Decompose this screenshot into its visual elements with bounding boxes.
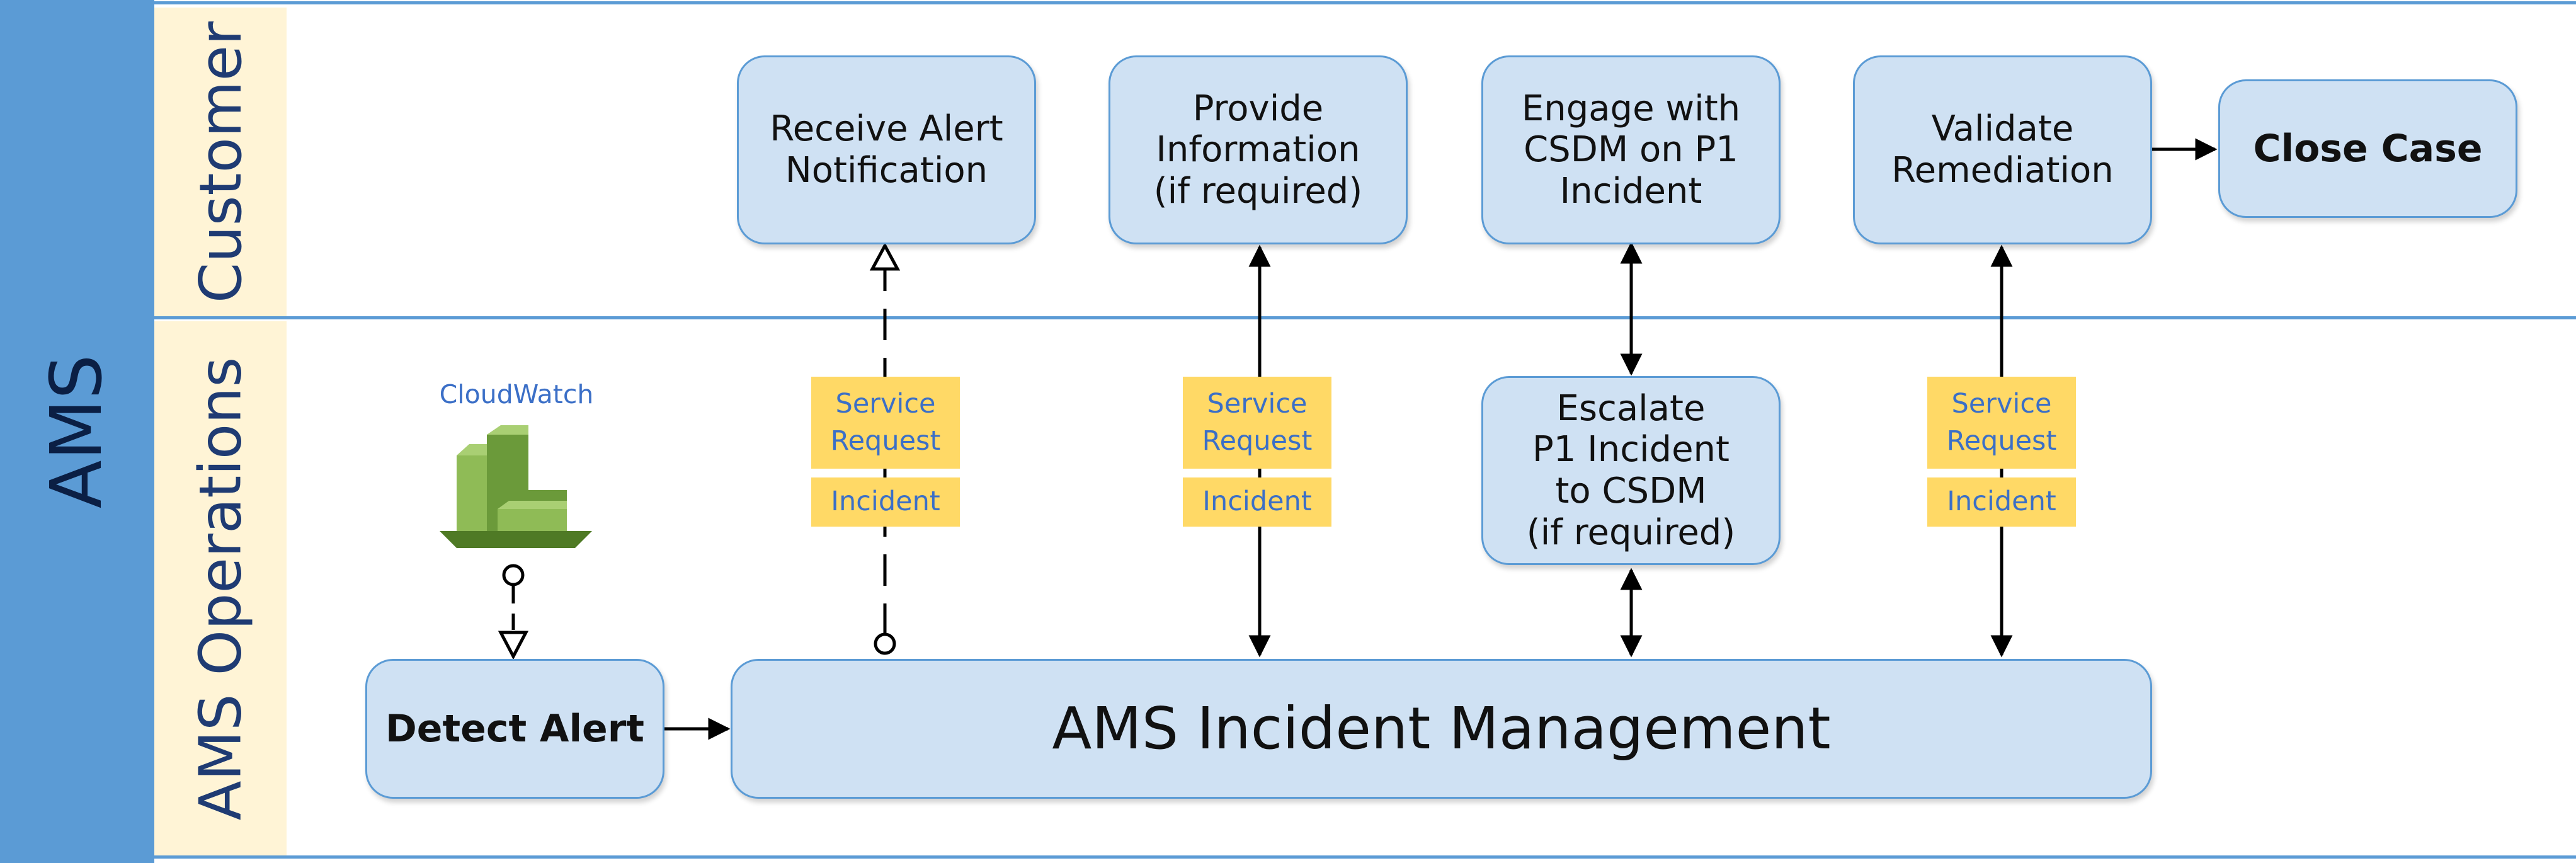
pool-top-border xyxy=(154,1,2576,4)
escalate-p1-step[interactable]: Escalate P1 Incident to CSDM (if require… xyxy=(1481,376,1781,565)
incident-tag-2: Incident xyxy=(1183,477,1331,527)
pool-bottom-border xyxy=(154,855,2576,859)
close-case-step[interactable]: Close Case xyxy=(2218,79,2517,218)
cloudwatch-icon xyxy=(440,425,592,548)
incident-tag-1: Incident xyxy=(811,477,960,527)
service-request-tag-2: Service Request xyxy=(1183,377,1331,469)
cloudwatch-flow xyxy=(498,564,529,660)
lane-band-customer xyxy=(154,8,287,316)
lane-divider xyxy=(154,316,2576,319)
cloudwatch-label: CloudWatch xyxy=(439,379,594,409)
incident-management-step[interactable]: AMS Incident Management xyxy=(731,659,2152,799)
lane-band-operations xyxy=(154,321,287,855)
engage-csdm-step[interactable]: Engage with CSDM on P1 Incident xyxy=(1481,55,1781,244)
receive-alert-step[interactable]: Receive Alert Notification xyxy=(737,55,1036,244)
pool-band xyxy=(0,0,154,863)
provide-information-step[interactable]: Provide Information (if required) xyxy=(1108,55,1408,244)
validate-remediation-step[interactable]: Validate Remediation xyxy=(1853,55,2152,244)
incident-tag-3: Incident xyxy=(1927,477,2076,527)
service-request-tag-3: Service Request xyxy=(1927,377,2076,469)
alert-notification-flow xyxy=(869,242,901,655)
detect-alert-step[interactable]: Detect Alert xyxy=(365,659,664,799)
service-request-tag-1: Service Request xyxy=(811,377,960,469)
